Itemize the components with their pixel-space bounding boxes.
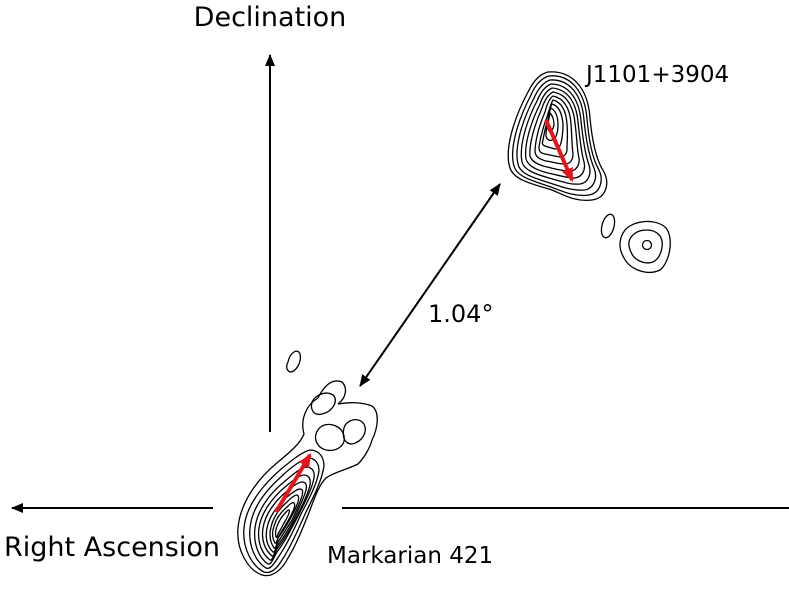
separation-label: 1.04° (428, 300, 493, 328)
upper-source-red-arrow (544, 119, 574, 183)
separation-arrow (359, 183, 501, 387)
declination-label: Declination (194, 2, 347, 33)
lower-source-red-arrow (274, 452, 312, 514)
lower-source-contours (237, 350, 378, 577)
lower-source-label: Markarian 421 (327, 543, 493, 569)
upper-source-contours (507, 71, 671, 273)
upper-source-label: J1101+3904 (584, 62, 729, 88)
right-ascension-label: Right Ascension (4, 532, 220, 563)
